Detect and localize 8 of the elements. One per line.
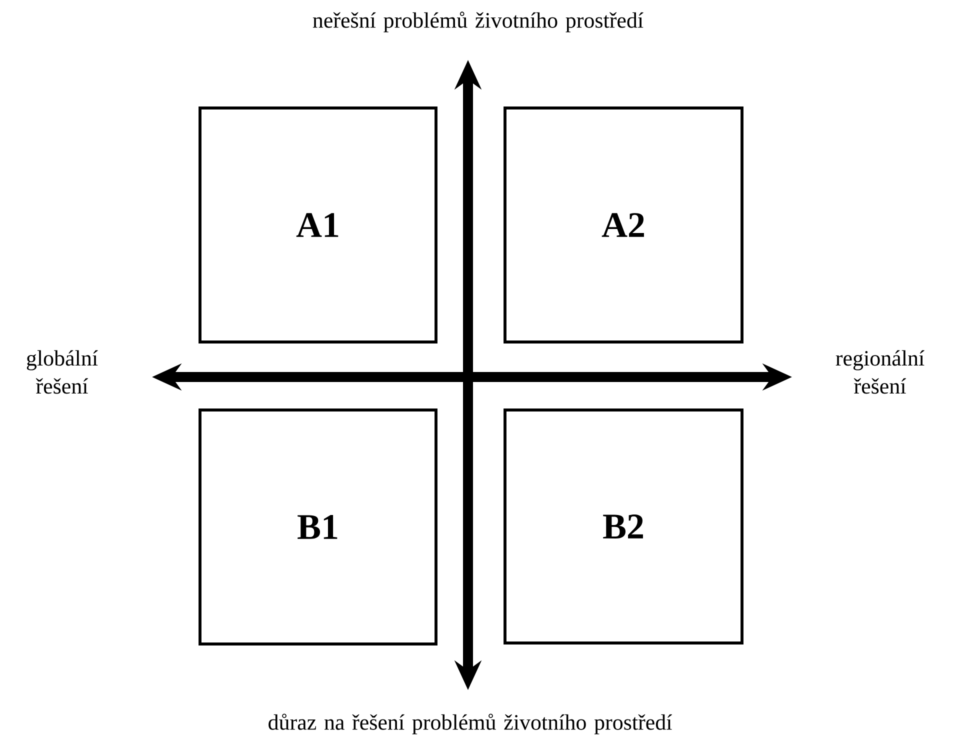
axis-label: globální řešení: [26, 350, 98, 394]
quadrant-box: A1: [198, 106, 438, 344]
quadrant-box: B2: [504, 408, 744, 644]
axis-label: důraz na řešení problémů životního prostředí: [268, 714, 672, 734]
quadrant-box: B1: [198, 408, 438, 646]
axis-label: neřešní problémů životního prostředí: [312, 12, 644, 32]
quadrant-box: A2: [504, 106, 744, 344]
axis-label: regionální řešení: [836, 350, 924, 394]
